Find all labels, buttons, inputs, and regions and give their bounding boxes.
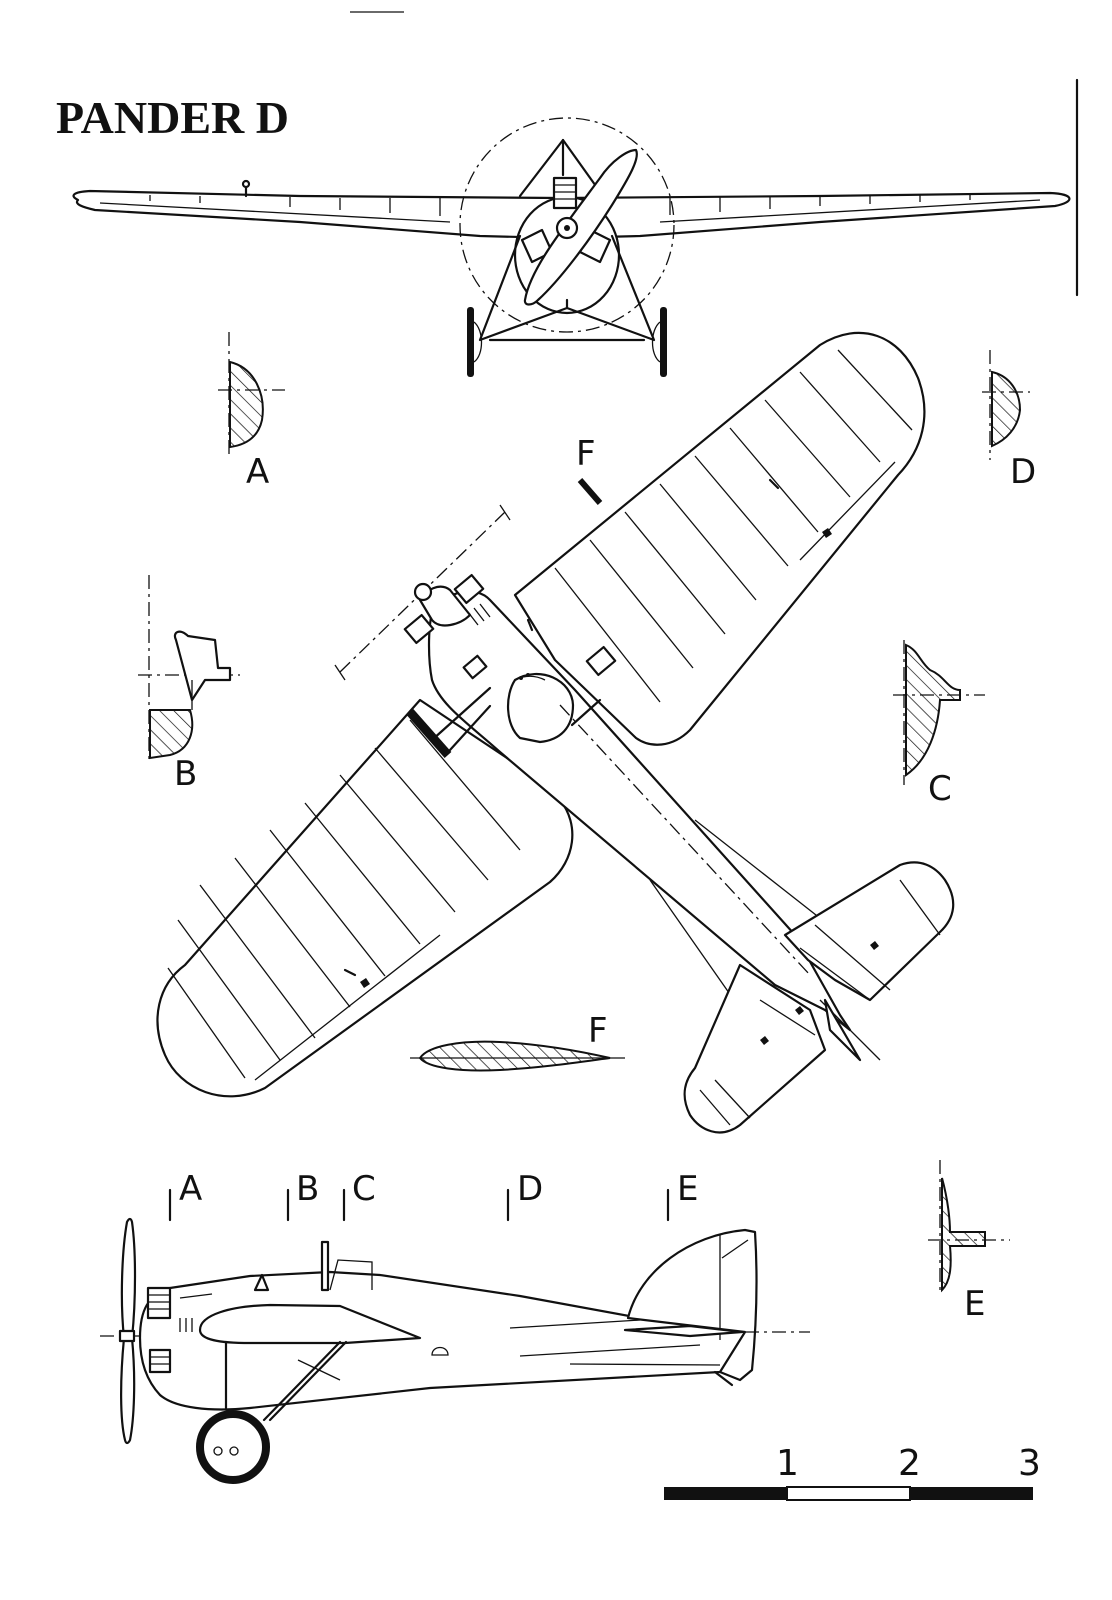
section-f-marker xyxy=(577,478,603,505)
plan-right-wing xyxy=(513,331,926,746)
front-wing-spar-right xyxy=(659,199,1041,223)
side-cylinder-top xyxy=(146,1286,172,1320)
plan-tailplane-left xyxy=(683,963,827,1134)
plan-left-wing-ribs xyxy=(167,719,521,1081)
scale-segment-3 xyxy=(910,1487,1033,1500)
side-step xyxy=(431,1346,449,1356)
aileron-horn-right xyxy=(768,478,780,490)
side-tail-skid xyxy=(713,1370,734,1387)
section-label-d: D xyxy=(1010,452,1036,492)
plan-rudder xyxy=(823,998,862,1062)
plan-view: F xyxy=(156,331,955,1134)
station-markers: A B C D E xyxy=(168,1169,698,1222)
pitot-head xyxy=(241,179,251,189)
side-wing-strut xyxy=(262,1340,342,1422)
station-marker-c: C xyxy=(352,1169,376,1209)
station-marker-b: B xyxy=(296,1169,319,1209)
side-cabane xyxy=(320,1240,330,1292)
plan-centerline xyxy=(559,704,811,976)
scale-label-2: 2 xyxy=(898,1443,921,1484)
side-stringer-2 xyxy=(519,1344,701,1357)
section-label-c: C xyxy=(928,769,952,809)
station-marker-a: A xyxy=(179,1169,202,1209)
front-view xyxy=(72,117,1071,377)
strut-fitting xyxy=(406,709,452,758)
side-stringer-1 xyxy=(509,1319,641,1329)
side-spinner xyxy=(118,1329,136,1343)
airfoil-section xyxy=(418,1040,611,1072)
side-cylinder-bottom xyxy=(148,1348,172,1374)
plan-strut-a xyxy=(430,686,492,742)
section-label-b: B xyxy=(174,754,197,794)
drawing-title: PANDER D xyxy=(56,92,289,143)
cylinder-top xyxy=(552,176,578,210)
left-wheel xyxy=(467,307,474,377)
side-windscreen xyxy=(253,1273,270,1292)
station-marker-d: D xyxy=(517,1169,543,1209)
section-b: B xyxy=(138,575,240,794)
right-wheel xyxy=(660,307,667,377)
plan-tailplane-right xyxy=(783,861,955,1002)
section-c: C xyxy=(893,640,985,809)
front-wing-ribs xyxy=(149,194,971,216)
section-f-profile: F xyxy=(410,1011,625,1072)
right-wheel-hub xyxy=(651,321,661,363)
scale-segment-1 xyxy=(664,1487,787,1500)
side-cockpit xyxy=(329,1259,373,1291)
scale-segment-2 xyxy=(786,1486,911,1501)
section-label-f-top: F xyxy=(576,434,596,474)
section-d: D xyxy=(982,350,1036,492)
scale-bar: 1 2 3 xyxy=(664,1443,1041,1501)
front-wing-spar xyxy=(99,202,451,223)
section-a: A xyxy=(218,332,285,492)
propeller-disc xyxy=(459,117,675,333)
section-label-e: E xyxy=(964,1284,985,1324)
plan-strut-b xyxy=(570,698,602,727)
side-wing xyxy=(198,1303,422,1345)
side-fin-rudder xyxy=(626,1228,758,1382)
plan-cockpit xyxy=(506,672,575,744)
section-label-a: A xyxy=(246,452,269,492)
section-label-f-profile: F xyxy=(588,1011,608,1051)
plan-spinner xyxy=(413,582,433,602)
plan-right-wing-ribs xyxy=(554,349,913,703)
scale-label-1: 1 xyxy=(776,1443,799,1484)
side-tailplane xyxy=(623,1324,744,1338)
section-e: E xyxy=(928,1160,1010,1324)
plan-left-wing xyxy=(156,698,574,1098)
left-wheel-hub xyxy=(473,321,483,363)
station-marker-e: E xyxy=(677,1169,698,1209)
scale-label-3: 3 xyxy=(1018,1443,1041,1484)
side-view xyxy=(100,1217,810,1484)
